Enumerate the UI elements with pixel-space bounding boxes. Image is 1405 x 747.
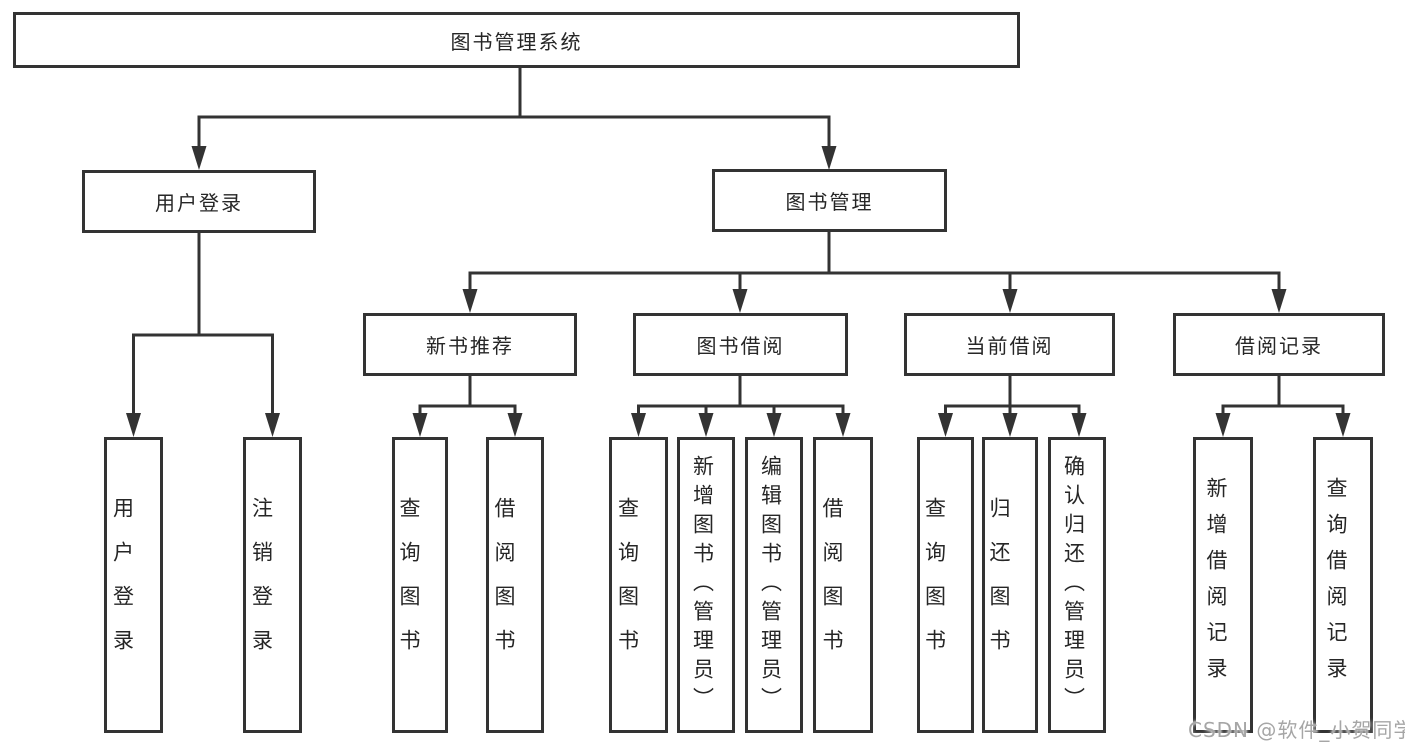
leaf-label: 新增借阅记录 <box>1204 477 1228 693</box>
node-label: 图书管理系统 <box>450 29 583 54</box>
leaf-logout: 注销登录 <box>243 437 302 733</box>
leaf-add-books-admin: 新增图书（管理员） <box>677 437 735 733</box>
leaf-borrow-books: 借阅图书 <box>813 437 873 733</box>
leaf-borrow-books: 借阅图书 <box>486 437 544 733</box>
leaf-edit-books-admin: 编辑图书（管理员） <box>745 437 803 733</box>
node-library-system: 图书管理系统 <box>13 12 1020 68</box>
connector-spines <box>132 66 1345 408</box>
watermark: CSDN @软件_小贺同学 <box>1188 718 1405 742</box>
node-current-borrow: 当前借阅 <box>904 313 1115 376</box>
node-label: 新书推荐 <box>426 334 514 358</box>
node-label: 用户登录 <box>155 191 243 215</box>
leaf-label: 注销登录 <box>249 497 274 673</box>
leaf-label: 查询图书 <box>615 497 640 673</box>
leaf-label: 借阅图书 <box>492 497 516 673</box>
node-book-borrow: 图书借阅 <box>633 313 848 376</box>
leaf-query-borrow-record: 查询借阅记录 <box>1313 437 1373 733</box>
node-label: 当前借阅 <box>965 334 1054 358</box>
leaf-label: 归还图书 <box>987 497 1011 673</box>
node-book-management: 图书管理 <box>712 169 947 232</box>
leaf-label: 编辑图书（管理员） <box>758 454 783 716</box>
leaf-label: 新增图书（管理员） <box>690 454 715 716</box>
node-label: 图书借阅 <box>696 334 785 358</box>
arrow-stems <box>132 117 1345 417</box>
leaf-confirm-return-admin: 确认归还（管理员） <box>1048 437 1106 733</box>
leaf-query-books: 查询图书 <box>917 437 974 733</box>
leaf-label: 借阅图书 <box>820 497 844 673</box>
leaf-label: 查询借阅记录 <box>1324 477 1348 693</box>
leaf-query-books: 查询图书 <box>392 437 448 733</box>
arrowheads <box>126 146 1351 437</box>
node-user-login: 用户登录 <box>82 170 316 233</box>
leaf-label: 确认归还（管理员） <box>1061 454 1086 716</box>
node-label: 图书管理 <box>785 190 874 214</box>
leaf-add-borrow-record: 新增借阅记录 <box>1193 437 1253 733</box>
leaf-label: 用户登录 <box>110 497 135 673</box>
leaf-user-login: 用户登录 <box>104 437 163 733</box>
leaf-return-books: 归还图书 <box>982 437 1038 733</box>
node-new-book-recommend: 新书推荐 <box>363 313 577 376</box>
leaf-query-books: 查询图书 <box>609 437 668 733</box>
leaf-label: 查询图书 <box>922 497 947 673</box>
node-label: 借阅记录 <box>1235 334 1323 358</box>
node-borrow-records: 借阅记录 <box>1173 313 1385 376</box>
leaf-label: 查询图书 <box>397 497 421 673</box>
